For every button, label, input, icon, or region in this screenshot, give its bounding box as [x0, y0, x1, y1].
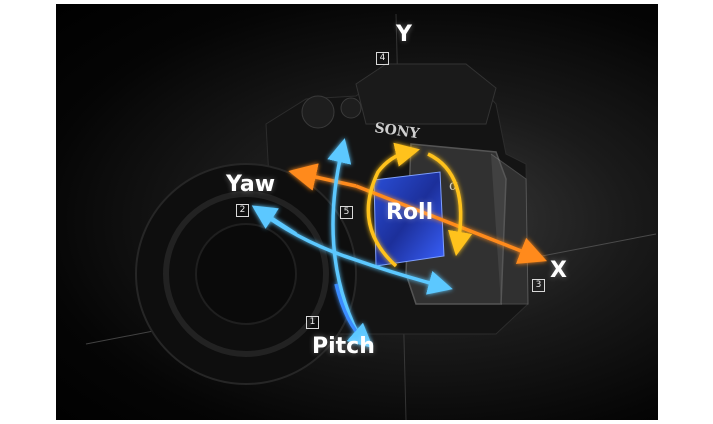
- diagram-canvas: SONY α Y 4 X 3 Yaw 2 P: [56, 4, 658, 420]
- brand-logo: SONY: [373, 120, 421, 142]
- pitch-label: Pitch: [312, 334, 375, 359]
- y-axis-number: 4: [376, 52, 389, 65]
- roll-label: Roll: [386, 200, 434, 225]
- mode-dial: [301, 95, 335, 129]
- yaw-arrow: [251, 205, 453, 295]
- alpha-mark: α: [449, 178, 459, 194]
- viewfinder-hump: [355, 63, 497, 125]
- x-axis-arrow: [288, 163, 548, 264]
- pitch-number: 1: [306, 316, 319, 329]
- roll-arrow: [366, 142, 473, 268]
- camera-stabilization-diagram: SONY α: [85, 13, 657, 420]
- roll-number: 5: [340, 206, 353, 219]
- yaw-number: 2: [236, 204, 249, 217]
- control-dial: [340, 97, 362, 119]
- y-axis-label: Y: [396, 22, 412, 47]
- x-axis-label: X: [550, 258, 567, 283]
- yaw-label: Yaw: [226, 172, 276, 197]
- x-axis-number: 3: [532, 279, 545, 292]
- camera-body: [135, 63, 529, 385]
- pitch-arrow: [327, 138, 374, 349]
